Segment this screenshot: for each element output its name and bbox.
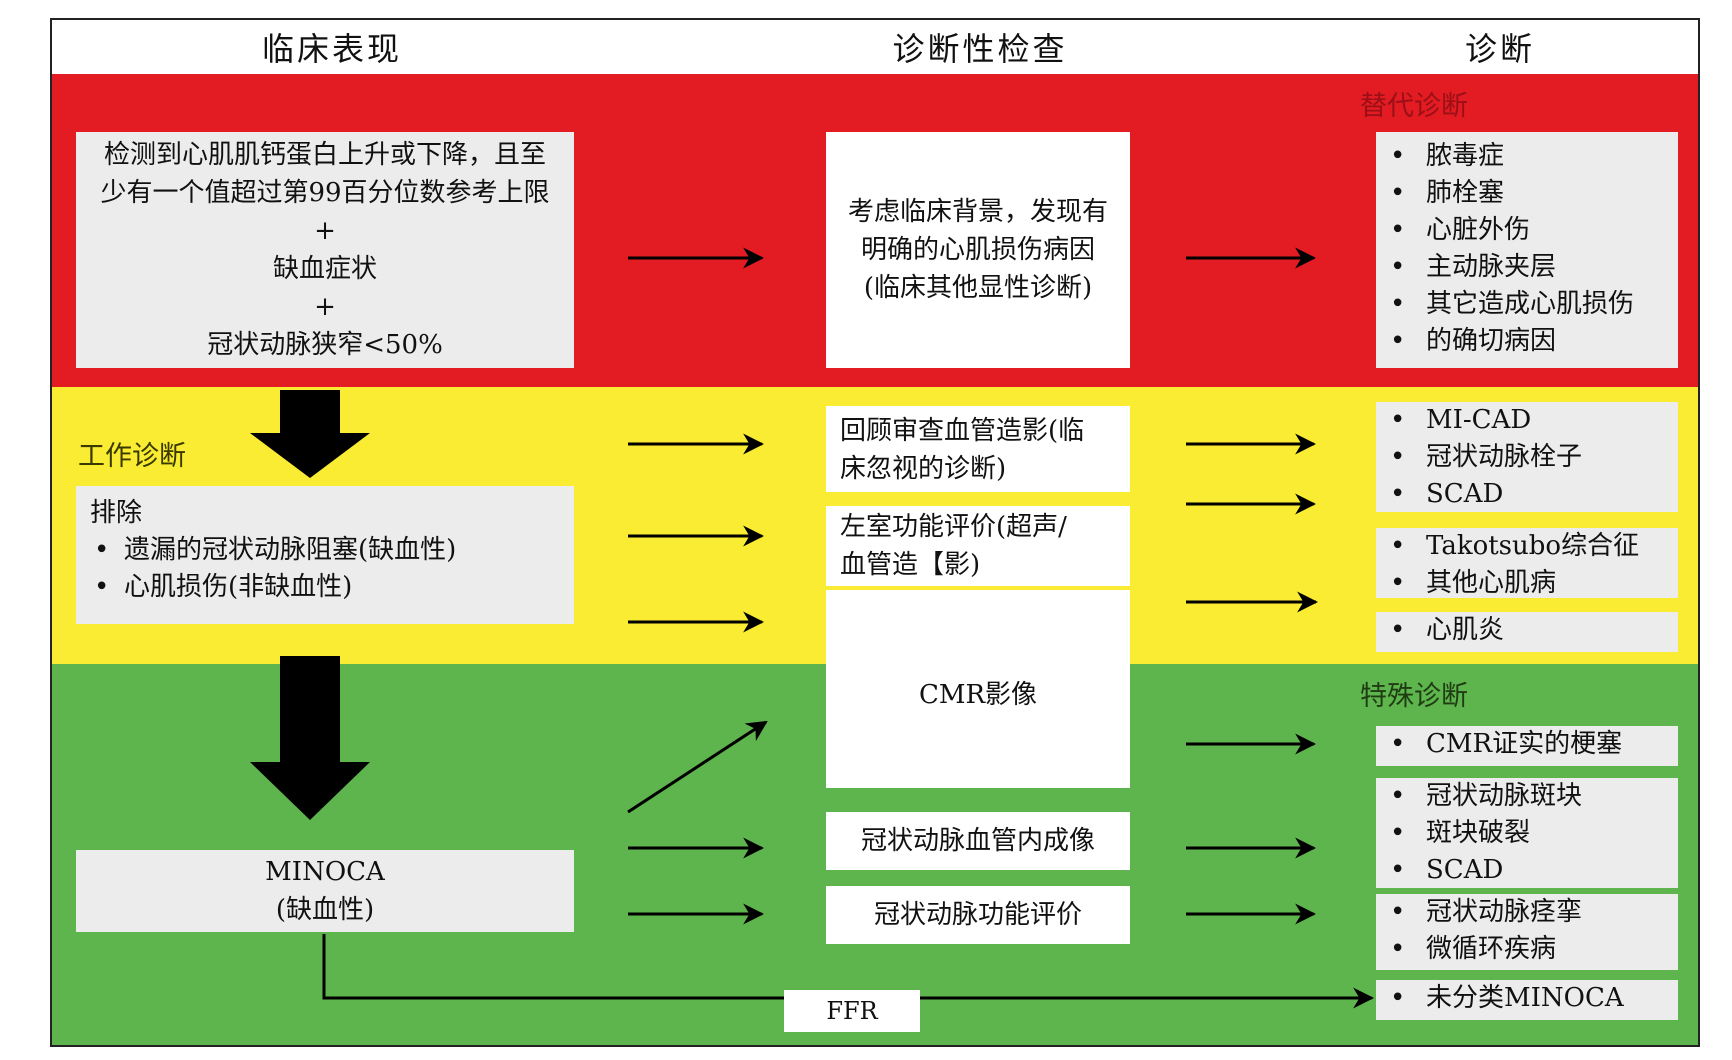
test-clinical-context: 考虑临床背景，发现有 明确的心肌损伤病因 (临床其他显性诊断) bbox=[826, 132, 1130, 368]
test-clinical-context-line: 明确的心肌损伤病因 bbox=[860, 235, 1095, 265]
dx-item: SCAD bbox=[1376, 476, 1678, 513]
dx-item: 心肌炎 bbox=[1376, 612, 1678, 649]
test-coronary-function: 冠状动脉功能评价 bbox=[826, 886, 1130, 944]
dx-item: 心脏外伤 bbox=[1376, 212, 1678, 249]
dx-group-5: 冠状动脉斑块 斑块破裂 SCAD bbox=[1376, 778, 1678, 889]
clinical-line-3: 缺血症状 bbox=[272, 254, 377, 284]
dx-item: 冠状动脉痉挛 bbox=[1376, 894, 1678, 931]
test-lv-function: 左室功能评价(超声/ 血管造【影) bbox=[826, 506, 1130, 586]
minoca-line-1: MINOCA bbox=[265, 857, 385, 887]
test-cmr-label: CMR影像 bbox=[918, 680, 1038, 710]
dx-item-continuation: 的确切病因 bbox=[1376, 323, 1678, 360]
exclude-item: 心肌损伤(非缺血性) bbox=[90, 569, 560, 606]
dx-item: MI-CAD bbox=[1376, 402, 1678, 439]
dx-item: Takotsubo综合征 bbox=[1376, 528, 1678, 565]
dx-alternative-box: 脓毒症 肺栓塞 心脏外伤 主动脉夹层 其它造成心肌损伤 的确切病因 bbox=[1376, 132, 1678, 368]
test-intravascular-label: 冠状动脉血管内成像 bbox=[860, 826, 1095, 856]
dx-item: CMR证实的梗塞 bbox=[1376, 726, 1678, 763]
dx-group-2: Takotsubo综合征 其他心肌病 bbox=[1376, 528, 1678, 602]
clinical-line-4: 冠状动脉狭窄<50% bbox=[207, 330, 443, 360]
test-coronary-function-label: 冠状动脉功能评价 bbox=[873, 900, 1082, 930]
dx-group-1: MI-CAD 冠状动脉栓子 SCAD bbox=[1376, 402, 1678, 513]
dx-item: SCAD bbox=[1376, 852, 1678, 889]
clinical-criteria-box: 检测到心肌肌钙蛋白上升或下降，且至 少有一个值超过第99百分位数参考上限 + 缺… bbox=[76, 132, 574, 368]
dx-item: 微循环疾病 bbox=[1376, 931, 1678, 968]
dx-group-4: CMR证实的梗塞 bbox=[1376, 726, 1678, 766]
clinical-line-2: 少有一个值超过第99百分位数参考上限 bbox=[100, 178, 550, 208]
clinical-line-1: 检测到心肌肌钙蛋白上升或下降，且至 bbox=[103, 140, 546, 170]
test-clinical-context-line: 考虑临床背景，发现有 bbox=[847, 197, 1108, 227]
minoca-line-2: (缺血性) bbox=[275, 895, 375, 925]
dx-item: 其他心肌病 bbox=[1376, 565, 1678, 602]
test-lv-function-line: 血管造【影) bbox=[840, 550, 981, 580]
test-cmr: CMR影像 bbox=[826, 590, 1130, 788]
exclude-item: 遗漏的冠状动脉阻塞(缺血性) bbox=[90, 532, 560, 569]
dx-item: 主动脉夹层 bbox=[1376, 249, 1678, 286]
dx-item: 未分类MINOCA bbox=[1376, 980, 1678, 1017]
dx-group-3: 心肌炎 bbox=[1376, 612, 1678, 652]
exclude-box: 排除 遗漏的冠状动脉阻塞(缺血性) 心肌损伤(非缺血性) bbox=[76, 486, 574, 624]
label-alternative-diagnosis: 替代诊断 bbox=[1360, 91, 1468, 122]
dx-group-6: 冠状动脉痉挛 微循环疾病 bbox=[1376, 894, 1678, 970]
dx-item-continuation-text: 的确切病因 bbox=[1426, 326, 1557, 356]
clinical-plus-1: + bbox=[314, 216, 336, 246]
test-angiography-review: 回顾审查血管造影(临 床忽视的诊断) bbox=[826, 406, 1130, 492]
dx-item: 斑块破裂 bbox=[1376, 815, 1678, 852]
exclude-title: 排除 bbox=[90, 498, 143, 528]
clinical-plus-2: + bbox=[314, 292, 336, 322]
test-clinical-context-line: (临床其他显性诊断) bbox=[863, 273, 1093, 303]
label-working-diagnosis: 工作诊断 bbox=[78, 441, 186, 472]
header-diagnosis: 诊断 bbox=[1464, 30, 1535, 68]
header-tests: 诊断性检查 bbox=[892, 30, 1068, 68]
test-intravascular-imaging: 冠状动脉血管内成像 bbox=[826, 812, 1130, 870]
dx-item: 脓毒症 bbox=[1376, 138, 1678, 175]
ffr-label: FFR bbox=[784, 990, 920, 1032]
dx-item: 冠状动脉斑块 bbox=[1376, 778, 1678, 815]
label-specific-diagnosis: 特殊诊断 bbox=[1360, 681, 1468, 712]
header-clinical: 临床表现 bbox=[261, 30, 402, 68]
test-lv-function-line: 左室功能评价(超声/ bbox=[840, 512, 1067, 542]
dx-item: 其它造成心肌损伤 bbox=[1376, 286, 1678, 323]
dx-item: 肺栓塞 bbox=[1376, 175, 1678, 212]
minoca-box: MINOCA (缺血性) bbox=[76, 850, 574, 932]
dx-item: 冠状动脉栓子 bbox=[1376, 439, 1678, 476]
test-angiography-line: 床忽视的诊断) bbox=[840, 454, 1007, 484]
dx-group-7: 未分类MINOCA bbox=[1376, 980, 1678, 1020]
test-angiography-line: 回顾审查血管造影(临 bbox=[840, 416, 1085, 446]
